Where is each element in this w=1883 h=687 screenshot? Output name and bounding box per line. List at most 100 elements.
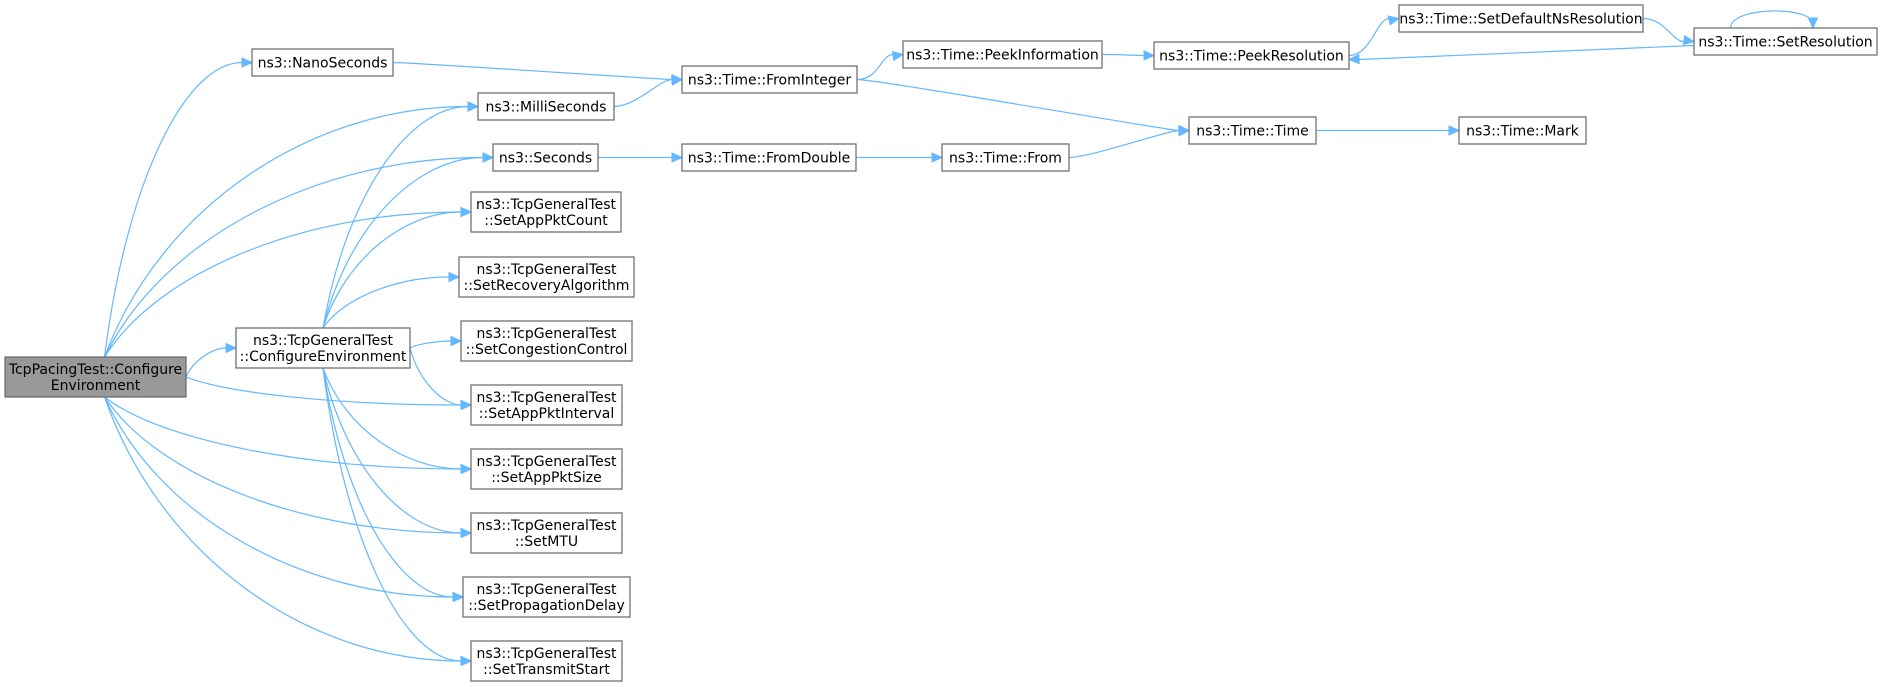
node-label: ns3::TcpGeneralTest	[476, 390, 617, 406]
edge-arrowhead	[241, 57, 254, 68]
node-fromdbl[interactable]: ns3::Time::FromDouble	[681, 143, 857, 172]
edge-line	[392, 61, 673, 81]
node-label: ns3::Time::PeekInformation	[906, 48, 1099, 64]
edge-line	[322, 105, 469, 329]
node-label: ::SetRecoveryAlgorithm	[464, 278, 630, 294]
edge-arrowhead	[1387, 15, 1401, 26]
edge-cfgenv-to-congestion	[409, 335, 463, 349]
node-box	[4, 356, 187, 398]
node-mark[interactable]: ns3::Time::Mark	[1458, 116, 1587, 145]
node-congestion[interactable]: ns3::TcpGeneralTest::SetCongestionContro…	[460, 320, 633, 362]
node-peekres[interactable]: ns3::Time::PeekResolution	[1153, 41, 1350, 70]
edge-line	[104, 396, 454, 598]
node-recovery[interactable]: ns3::TcpGeneralTest::SetRecoveryAlgorith…	[458, 256, 635, 298]
edge-line	[104, 396, 462, 470]
edge-line	[185, 347, 227, 378]
node-label: TcpPacingTest::Configure	[8, 362, 182, 378]
edge-line	[1348, 17, 1390, 57]
node-nano[interactable]: ns3::NanoSeconds	[251, 48, 394, 77]
edge-arrowhead	[670, 75, 684, 86]
node-txstart[interactable]: ns3::TcpGeneralTest::SetTransmitStart	[470, 640, 623, 682]
edge-arrowhead	[671, 152, 684, 163]
edge-line	[1101, 53, 1145, 57]
edge-line	[104, 396, 462, 534]
node-label: ns3::MilliSeconds	[486, 100, 607, 116]
node-cfgenv[interactable]: ns3::TcpGeneralTest::ConfigureEnvironmen…	[235, 327, 411, 369]
node-box	[251, 48, 394, 77]
node-label: ns3::Time::PeekResolution	[1159, 49, 1344, 65]
node-box	[477, 92, 615, 121]
edge-arrowhead	[450, 335, 463, 347]
node-label: ns3::NanoSeconds	[258, 56, 388, 72]
node-mtu[interactable]: ns3::TcpGeneralTest::SetMTU	[470, 512, 623, 554]
node-box	[681, 143, 857, 172]
node-root[interactable]: TcpPacingTest::ConfigureEnvironment	[4, 356, 187, 398]
node-pktinterval[interactable]: ns3::TcpGeneralTest::SetAppPktInterval	[470, 384, 623, 426]
node-label: ::SetAppPktSize	[491, 470, 602, 486]
node-box	[470, 384, 623, 426]
node-fromint[interactable]: ns3::Time::FromInteger	[681, 65, 858, 94]
node-propdelay[interactable]: ns3::TcpGeneralTest::SetPropagationDelay	[462, 576, 631, 618]
edge-nano-to-fromint	[392, 61, 684, 85]
edge-arrowhead	[931, 152, 944, 163]
edge-arrowhead	[1448, 125, 1461, 136]
edge-cfgenv-to-recovery	[322, 271, 461, 329]
edge-line	[409, 340, 452, 349]
edge-cfgenv-to-pktcount	[322, 206, 473, 329]
node-box	[1188, 116, 1317, 145]
edge-seconds-to-fromdbl	[598, 152, 684, 163]
node-time[interactable]: ns3::Time::Time	[1188, 116, 1317, 145]
node-pktcount[interactable]: ns3::TcpGeneralTest::SetAppPktCount	[470, 191, 622, 233]
node-box	[470, 640, 623, 682]
edge-arrowhead	[460, 206, 473, 218]
node-from[interactable]: ns3::Time::From	[941, 143, 1070, 172]
node-box	[941, 143, 1070, 172]
edge-arrowhead	[467, 101, 480, 112]
edge-cfgenv-to-txstart	[322, 367, 473, 667]
edge-fromint-to-time	[856, 78, 1191, 136]
node-box	[470, 448, 623, 490]
edge-line	[185, 376, 462, 406]
node-label: ns3::Time::Mark	[1466, 124, 1580, 140]
edge-line	[103, 396, 462, 662]
node-label: ns3::TcpGeneralTest	[476, 518, 617, 534]
edge-line	[1730, 10, 1814, 29]
node-peekinfo[interactable]: ns3::Time::PeekInformation	[902, 40, 1103, 69]
edge-line	[856, 53, 894, 81]
node-milli[interactable]: ns3::MilliSeconds	[477, 92, 615, 121]
node-layer: TcpPacingTest::ConfigureEnvironmentns3::…	[4, 4, 1878, 682]
edge-setres-to-peekres	[1347, 44, 1695, 65]
edge-time-to-mark	[1316, 125, 1461, 136]
node-label: ns3::TcpGeneralTest	[476, 262, 617, 278]
node-seconds[interactable]: ns3::Seconds	[492, 143, 599, 172]
node-label: ::ConfigureEnvironment	[240, 349, 407, 365]
node-box	[681, 65, 858, 94]
edge-root-to-milli	[103, 101, 480, 358]
node-label: ::SetAppPktCount	[484, 213, 608, 229]
edge-cfgenv-to-propdelay	[322, 367, 465, 603]
node-pktsize[interactable]: ns3::TcpGeneralTest::SetAppPktSize	[470, 448, 623, 490]
node-box	[492, 143, 599, 172]
edge-arrowhead	[452, 591, 465, 603]
node-label: ns3::TcpGeneralTest	[476, 646, 617, 662]
edge-root-to-cfgenv	[185, 342, 238, 378]
node-box	[1693, 27, 1878, 56]
edge-fromdbl-to-from	[856, 152, 944, 163]
node-label: ::SetAppPktInterval	[479, 406, 614, 422]
edge-cfgenv-to-pktinterval	[409, 347, 473, 411]
edge-arrowhead	[1807, 17, 1819, 30]
node-box	[902, 40, 1103, 69]
node-setres[interactable]: ns3::Time::SetResolution	[1693, 27, 1878, 56]
edge-arrowhead	[225, 342, 238, 354]
node-setdefns[interactable]: ns3::Time::SetDefaultNsResolution	[1398, 4, 1644, 33]
edge-line	[322, 367, 462, 470]
edge-setres-to-setres	[1730, 10, 1819, 30]
edge-root-to-pktsize	[104, 396, 473, 475]
edge-from-to-time	[1068, 125, 1191, 159]
node-label: ns3::TcpGeneralTest	[253, 333, 394, 349]
node-label: ::SetPropagationDelay	[468, 598, 625, 614]
node-label: Environment	[51, 378, 141, 394]
edge-cfgenv-to-milli	[322, 101, 480, 329]
node-label: ns3::Time::Time	[1196, 124, 1308, 140]
edge-cfgenv-to-pktsize	[322, 367, 473, 475]
